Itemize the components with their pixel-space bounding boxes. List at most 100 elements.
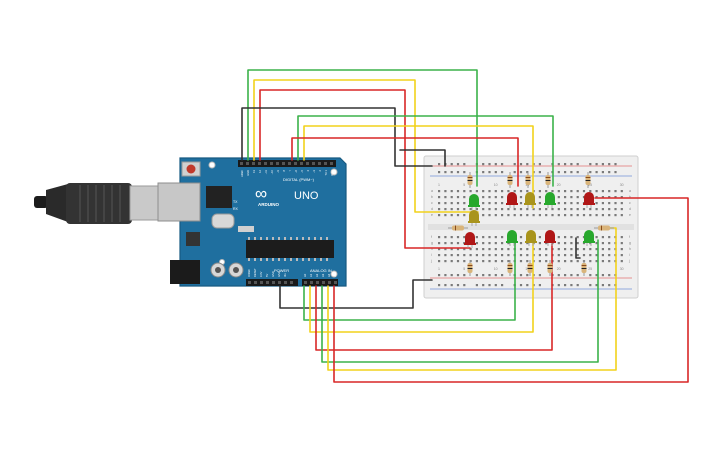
breadboard-hole[interactable] <box>595 214 598 217</box>
breadboard-hole[interactable] <box>482 236 485 239</box>
breadboard-hole[interactable] <box>507 208 510 211</box>
breadboard-hole[interactable] <box>444 190 447 193</box>
breadboard-hole[interactable] <box>551 208 554 211</box>
led-yellow[interactable] <box>524 192 536 208</box>
breadboard-hole[interactable] <box>444 274 447 277</box>
breadboard-hole[interactable] <box>557 236 560 239</box>
breadboard-hole[interactable] <box>482 242 485 245</box>
breadboard-hole[interactable] <box>482 214 485 217</box>
breadboard-hole[interactable] <box>482 248 485 251</box>
breadboard-hole[interactable] <box>570 254 573 257</box>
breadboard-hole[interactable] <box>595 248 598 251</box>
breadboard-hole[interactable] <box>482 284 485 287</box>
breadboard-hole[interactable] <box>564 242 567 245</box>
breadboard-hole[interactable] <box>450 248 453 251</box>
breadboard-hole[interactable] <box>444 284 447 287</box>
breadboard-hole[interactable] <box>438 248 441 251</box>
breadboard-hole[interactable] <box>526 254 529 257</box>
breadboard-hole[interactable] <box>488 196 491 199</box>
header-pin[interactable] <box>258 162 261 165</box>
breadboard-hole[interactable] <box>438 242 441 245</box>
header-pin[interactable] <box>248 281 251 284</box>
breadboard-hole[interactable] <box>589 214 592 217</box>
breadboard-hole[interactable] <box>456 254 460 257</box>
breadboard-hole[interactable] <box>444 236 447 239</box>
breadboard-hole[interactable] <box>450 242 453 245</box>
breadboard-hole[interactable] <box>501 274 504 277</box>
breadboard-hole[interactable] <box>557 242 560 245</box>
breadboard-hole[interactable] <box>463 202 466 205</box>
header-pin[interactable] <box>330 162 333 165</box>
breadboard-hole[interactable] <box>570 214 573 217</box>
breadboard-hole[interactable] <box>501 248 504 251</box>
led-red[interactable] <box>583 192 595 208</box>
breadboard-hole[interactable] <box>482 208 485 211</box>
resistor[interactable] <box>452 225 464 231</box>
breadboard-hole[interactable] <box>557 196 560 199</box>
header-pin[interactable] <box>322 281 325 284</box>
breadboard-hole[interactable] <box>463 284 466 287</box>
breadboard-hole[interactable] <box>601 284 604 287</box>
breadboard-hole[interactable] <box>488 274 491 277</box>
led-green[interactable] <box>583 230 595 246</box>
breadboard-hole[interactable] <box>519 171 523 174</box>
breadboard-hole[interactable] <box>438 208 441 211</box>
breadboard-hole[interactable] <box>608 171 611 174</box>
breadboard-hole[interactable] <box>438 260 441 263</box>
breadboard-hole[interactable] <box>482 196 485 199</box>
breadboard-hole[interactable] <box>557 208 560 211</box>
breadboard-hole[interactable] <box>501 208 504 211</box>
header-pin[interactable] <box>260 281 263 284</box>
breadboard-hole[interactable] <box>557 214 560 217</box>
breadboard-hole[interactable] <box>601 171 604 174</box>
breadboard-hole[interactable] <box>519 163 523 166</box>
breadboard-hole[interactable] <box>475 190 478 193</box>
breadboard-hole[interactable] <box>456 242 460 245</box>
header-pin[interactable] <box>288 162 291 165</box>
resistor[interactable] <box>598 225 610 231</box>
breadboard-hole[interactable] <box>438 274 441 277</box>
breadboard-hole[interactable] <box>519 284 523 287</box>
breadboard-hole[interactable] <box>538 202 541 205</box>
breadboard-hole[interactable] <box>507 254 510 257</box>
breadboard-hole[interactable] <box>601 274 604 277</box>
breadboard-hole[interactable] <box>532 214 535 217</box>
breadboard-hole[interactable] <box>501 284 504 287</box>
breadboard-hole[interactable] <box>601 254 604 257</box>
header-pin[interactable] <box>240 162 243 165</box>
breadboard-hole[interactable] <box>614 171 617 174</box>
led-red[interactable] <box>544 230 556 246</box>
breadboard-hole[interactable] <box>620 190 623 193</box>
breadboard-hole[interactable] <box>589 274 592 277</box>
breadboard-hole[interactable] <box>450 274 453 277</box>
breadboard-hole[interactable] <box>456 214 460 217</box>
breadboard-hole[interactable] <box>570 236 573 239</box>
breadboard-hole[interactable] <box>601 248 604 251</box>
breadboard-hole[interactable] <box>608 190 611 193</box>
breadboard-hole[interactable] <box>601 260 604 263</box>
breadboard-hole[interactable] <box>519 214 523 217</box>
breadboard-hole[interactable] <box>557 163 560 166</box>
breadboard-hole[interactable] <box>450 254 453 257</box>
led-red[interactable] <box>464 232 476 248</box>
breadboard-hole[interactable] <box>456 171 460 174</box>
breadboard-hole[interactable] <box>463 214 466 217</box>
breadboard-hole[interactable] <box>456 208 460 211</box>
breadboard-hole[interactable] <box>475 260 478 263</box>
breadboard-hole[interactable] <box>501 214 504 217</box>
breadboard-hole[interactable] <box>576 236 579 239</box>
breadboard-hole[interactable] <box>444 242 447 245</box>
breadboard-hole[interactable] <box>501 242 504 245</box>
breadboard-hole[interactable] <box>538 236 541 239</box>
breadboard-hole[interactable] <box>488 248 491 251</box>
header-pin[interactable] <box>278 281 281 284</box>
led-green[interactable] <box>506 230 518 246</box>
breadboard-hole[interactable] <box>450 236 453 239</box>
header-pin[interactable] <box>252 162 255 165</box>
breadboard-hole[interactable] <box>450 190 453 193</box>
breadboard-hole[interactable] <box>601 214 604 217</box>
breadboard-hole[interactable] <box>601 242 604 245</box>
breadboard-hole[interactable] <box>450 260 453 263</box>
breadboard-hole[interactable] <box>494 214 497 217</box>
breadboard-hole[interactable] <box>608 254 611 257</box>
